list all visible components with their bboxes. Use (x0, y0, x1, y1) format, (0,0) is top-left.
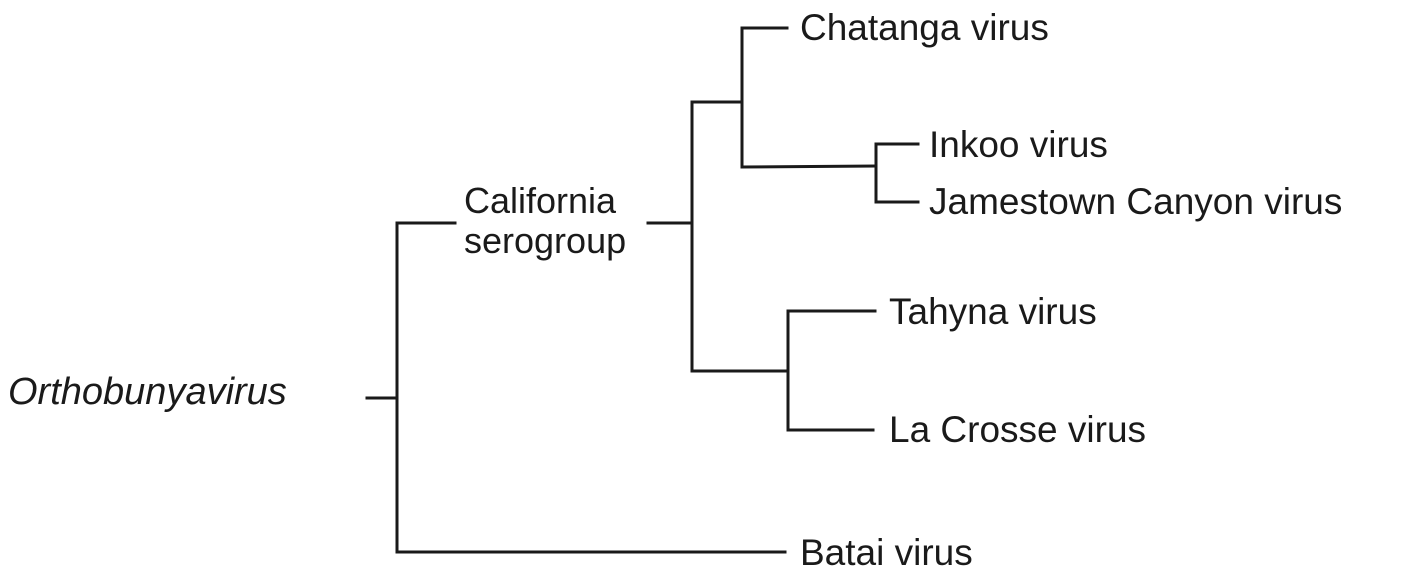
group-label-line1: California (464, 180, 617, 221)
root-label-orthobunyavirus: Orthobunyavirus (8, 371, 287, 413)
leaf-label-jamestown-canyon: Jamestown Canyon virus (929, 181, 1343, 222)
leaf-label-batai: Batai virus (800, 532, 973, 573)
leaf-label-inkoo: Inkoo virus (929, 124, 1108, 165)
branch-to-inkoo-jamestown-clade (740, 164, 878, 169)
leaf-label-chatanga: Chatanga virus (800, 7, 1049, 48)
leaf-label-la-crosse: La Crosse virus (889, 409, 1147, 450)
group-label-california-serogroup: California serogroup (464, 181, 626, 261)
group-label-line2: serogroup (464, 220, 627, 261)
leaf-label-tahyna: Tahyna virus (889, 291, 1097, 332)
